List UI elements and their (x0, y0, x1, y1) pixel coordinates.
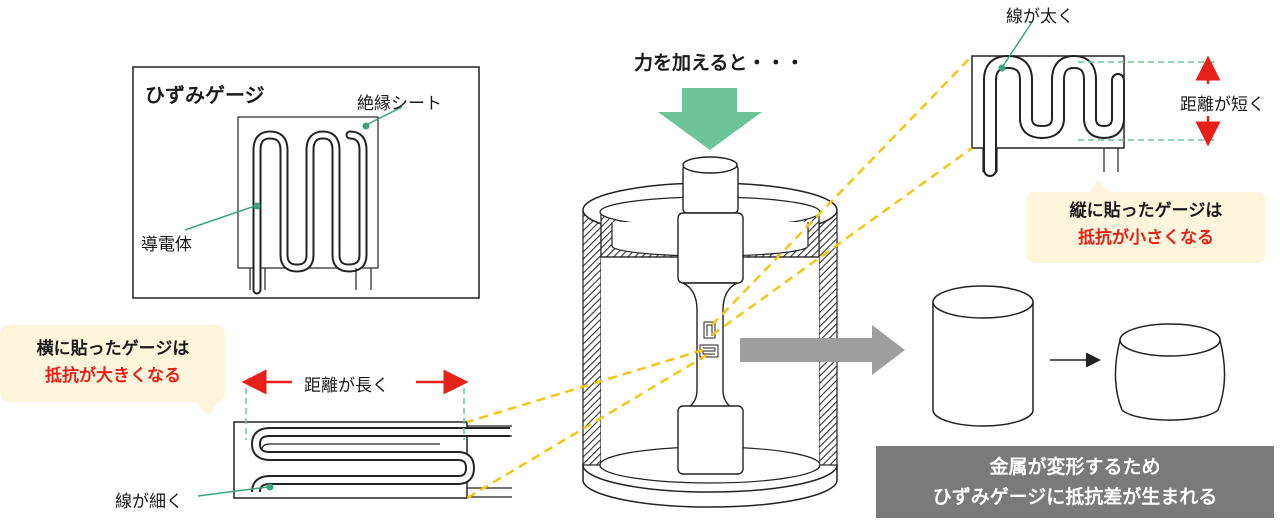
sheet-leader (367, 106, 403, 125)
long-distance-label: 距離が長く (304, 376, 389, 396)
vertical-gauge (971, 21, 1221, 177)
force-arrow (658, 88, 762, 150)
thin-line-label: 線が細く (115, 492, 183, 512)
cylinder-after (1114, 323, 1226, 421)
horizontal-bubble-line1: 横に貼ったゲージは (36, 339, 190, 359)
horizontal-gauge (197, 369, 512, 499)
vertical-bubble-line1: 縦に貼ったゲージは (1069, 201, 1223, 221)
conductor-label: 導電体 (141, 235, 192, 255)
thick-line-label: 線が太く (1006, 7, 1074, 27)
result-line1: 金属が変形するため (989, 456, 1161, 478)
force-label: 力を加えると・・・ (634, 52, 805, 74)
result-line2: ひずみゲージに抵抗差が生まれる (932, 486, 1218, 508)
result-box: 金属が変形するため ひずみゲージに抵抗差が生まれる (876, 446, 1274, 518)
short-distance-label: 距離が短く (1180, 95, 1265, 115)
insulating-sheet-label: 絶縁シート (357, 94, 442, 114)
specimen-gauge-vertical (703, 321, 716, 339)
vertical-bubble-text: 縦に貼ったゲージは 抵抗が小さくなる (1030, 198, 1262, 252)
horizontal-result-bubble (0, 325, 225, 416)
cylinder-before (932, 285, 1034, 427)
gauge-explanation-box (132, 66, 480, 299)
gauge-box-title: ひずみゲージ (145, 83, 265, 107)
deformation-arrow (740, 325, 905, 375)
vertical-bubble-line2: 抵抗が小さくなる (1078, 228, 1214, 248)
compression-apparatus (582, 156, 838, 508)
vertical-result-bubble (1026, 180, 1266, 263)
horizontal-bubble-line2: 抵抗が大きくなる (45, 366, 181, 386)
conductor-leader (184, 205, 256, 231)
zoom-connectors (466, 55, 973, 500)
horizontal-bubble-text: 横に貼ったゲージは 抵抗が大きくなる (2, 336, 224, 390)
